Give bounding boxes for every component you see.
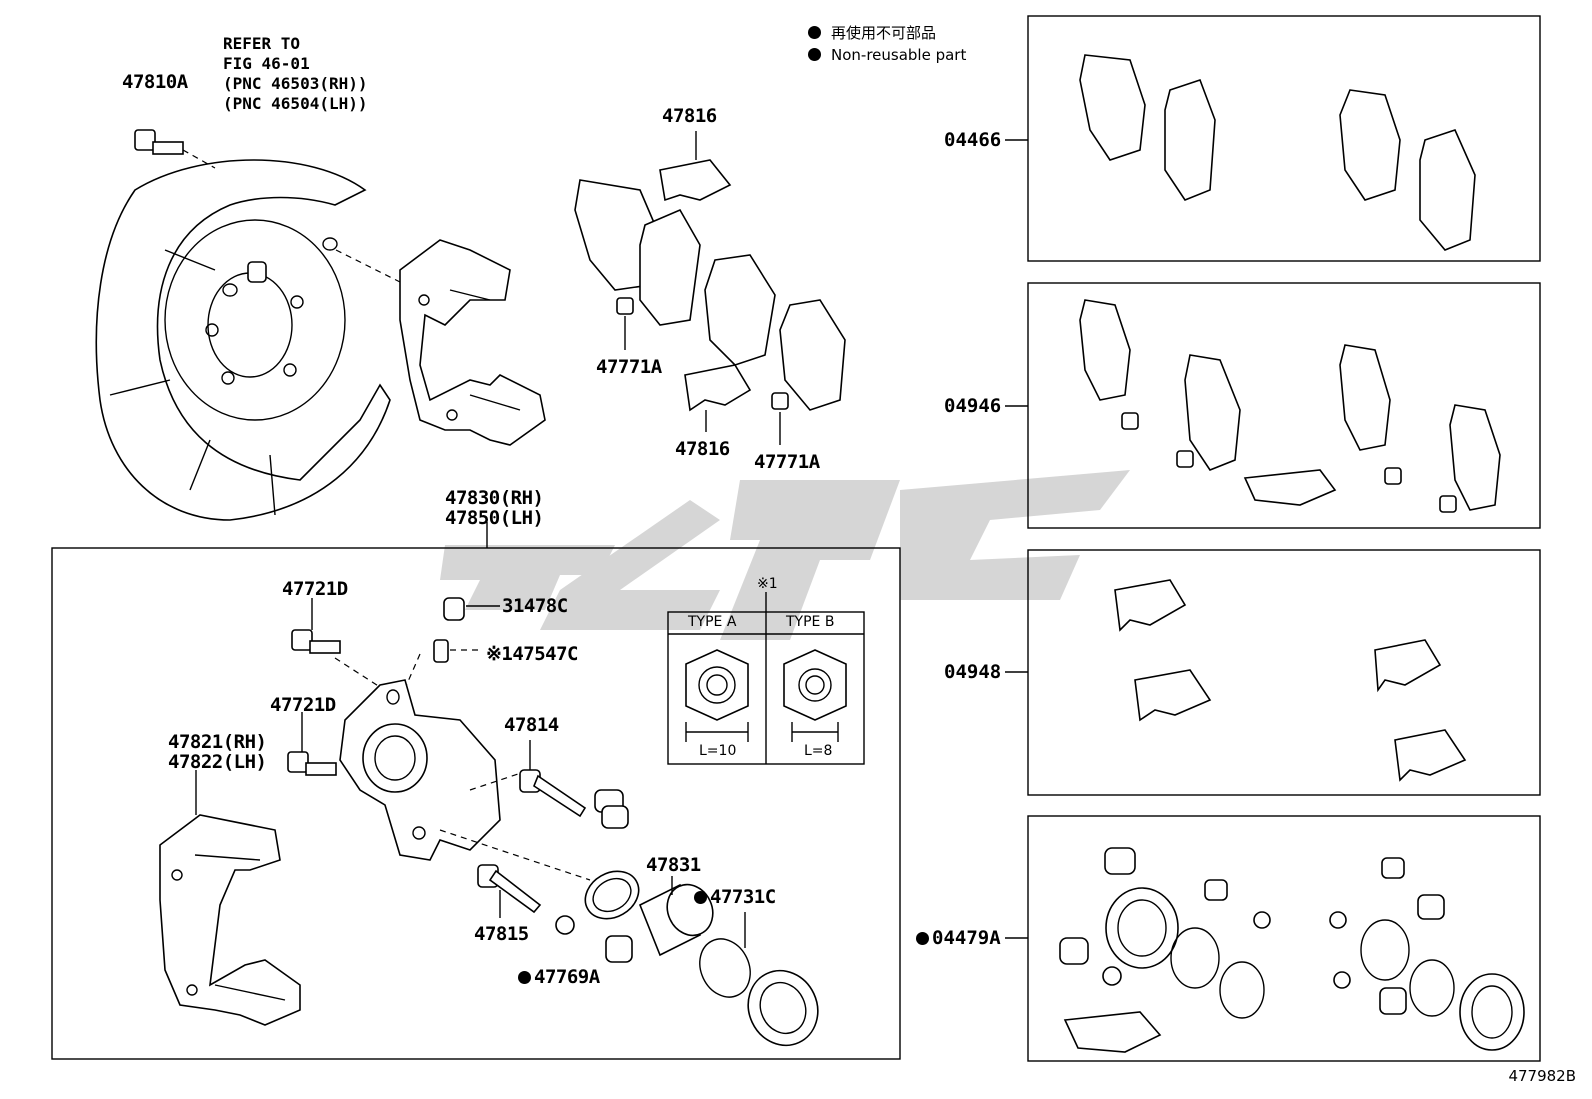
part-label-47850[interactable]: 47850(LH) — [445, 507, 544, 529]
part-label-47721D-mid[interactable]: 47721D — [270, 694, 336, 716]
legend-en-text: Non-reusable part — [831, 46, 967, 64]
part-label-47547C[interactable]: ※147547C — [486, 643, 579, 665]
bolt-47810A-drawing — [134, 129, 216, 169]
part-label-47816-bottom[interactable]: 47816 — [675, 438, 730, 460]
non-reusable-dot-icon — [518, 971, 531, 984]
inset-length-b: L=8 — [804, 743, 833, 759]
kit-04946-drawing — [1079, 299, 1501, 513]
inset-length-a: L=10 — [699, 743, 737, 759]
non-reusable-dot-icon — [916, 932, 929, 945]
part-label-47771A-left[interactable]: 47771A — [596, 356, 662, 378]
kit-code-04948[interactable]: 04948 — [944, 661, 1002, 683]
part-label-47816-top[interactable]: 47816 — [662, 105, 717, 127]
kit-code-04479A-text: 04479A — [932, 927, 1001, 949]
bleeder-cap-drawing — [443, 597, 500, 621]
kit-04948-drawing — [1114, 579, 1467, 782]
kit-code-04946[interactable]: 04946 — [944, 395, 1002, 417]
part-label-47721D-top[interactable]: 47721D — [282, 578, 348, 600]
bolt-47721D-mid-drawing — [287, 712, 337, 776]
part-label-47814[interactable]: 47814 — [504, 714, 559, 736]
part-label-47731C[interactable]: 47731C — [694, 888, 776, 907]
non-reusable-dot-icon — [808, 26, 821, 39]
bleeder-plug-drawing — [433, 639, 478, 663]
part-label-47815[interactable]: 47815 — [474, 923, 529, 945]
reference-line-3: (PNC 46503(RH)) — [223, 74, 368, 93]
piston-and-seals-drawing — [555, 870, 819, 1047]
part-label-47771A-right[interactable]: 47771A — [754, 451, 820, 473]
legend-row-en: Non-reusable part — [808, 44, 966, 66]
reference-line-2: FIG 46-01 — [223, 54, 310, 73]
caliper-assembly-frame — [51, 547, 901, 1060]
kit-frame-04466 — [1027, 15, 1541, 262]
slide-pin-47814-drawing — [519, 740, 629, 829]
part-label-47769A-text: 47769A — [534, 966, 600, 988]
inset-type-b: TYPE B — [786, 614, 835, 630]
brake-pad-cluster-drawing — [574, 131, 846, 445]
dust-cover-drawing — [95, 159, 391, 521]
bolt-47721D-top-drawing — [291, 598, 341, 654]
kit-04479A-drawing — [1059, 847, 1525, 1053]
reference-note: REFER TO FIG 46-01 (PNC 46503(RH)) (PNC … — [223, 34, 368, 114]
kit-04466-drawing — [1079, 54, 1476, 251]
inset-type-a: TYPE A — [688, 614, 737, 630]
kit-code-04466[interactable]: 04466 — [944, 129, 1002, 151]
part-label-47822[interactable]: 47822(LH) — [168, 751, 267, 773]
figure-number: 477982B — [1508, 1067, 1576, 1085]
part-label-31478C[interactable]: 31478C — [502, 595, 568, 617]
caliper-body-drawing — [334, 653, 591, 881]
reference-line-1: REFER TO — [223, 34, 301, 53]
watermark-logo — [440, 470, 1130, 640]
kit-code-04479A[interactable]: 04479A — [916, 929, 1001, 948]
legend: 再使用不可部品 Non-reusable part — [808, 22, 966, 66]
non-reusable-dot-icon — [694, 891, 707, 904]
part-label-47810A[interactable]: 47810A — [122, 71, 188, 93]
part-label-47769A[interactable]: 47769A — [518, 968, 600, 987]
reference-line-4: (PNC 46504(LH)) — [223, 94, 368, 113]
mounting-bracket-upper-drawing — [335, 239, 546, 446]
mounting-bracket-lower-drawing — [159, 770, 301, 1026]
part-label-47831[interactable]: 47831 — [646, 854, 701, 876]
part-label-47821[interactable]: 47821(RH) — [168, 731, 267, 753]
non-reusable-dot-icon — [808, 48, 821, 61]
slide-pin-47815-drawing — [477, 864, 542, 918]
legend-row-jp: 再使用不可部品 — [808, 22, 966, 44]
legend-jp-text: 再使用不可部品 — [831, 24, 937, 42]
bleeder-type-inset-drawing — [667, 592, 865, 765]
part-label-47830[interactable]: 47830(RH) — [445, 487, 544, 509]
part-label-47731C-text: 47731C — [710, 886, 776, 908]
inset-marker: ※1 — [757, 576, 778, 592]
